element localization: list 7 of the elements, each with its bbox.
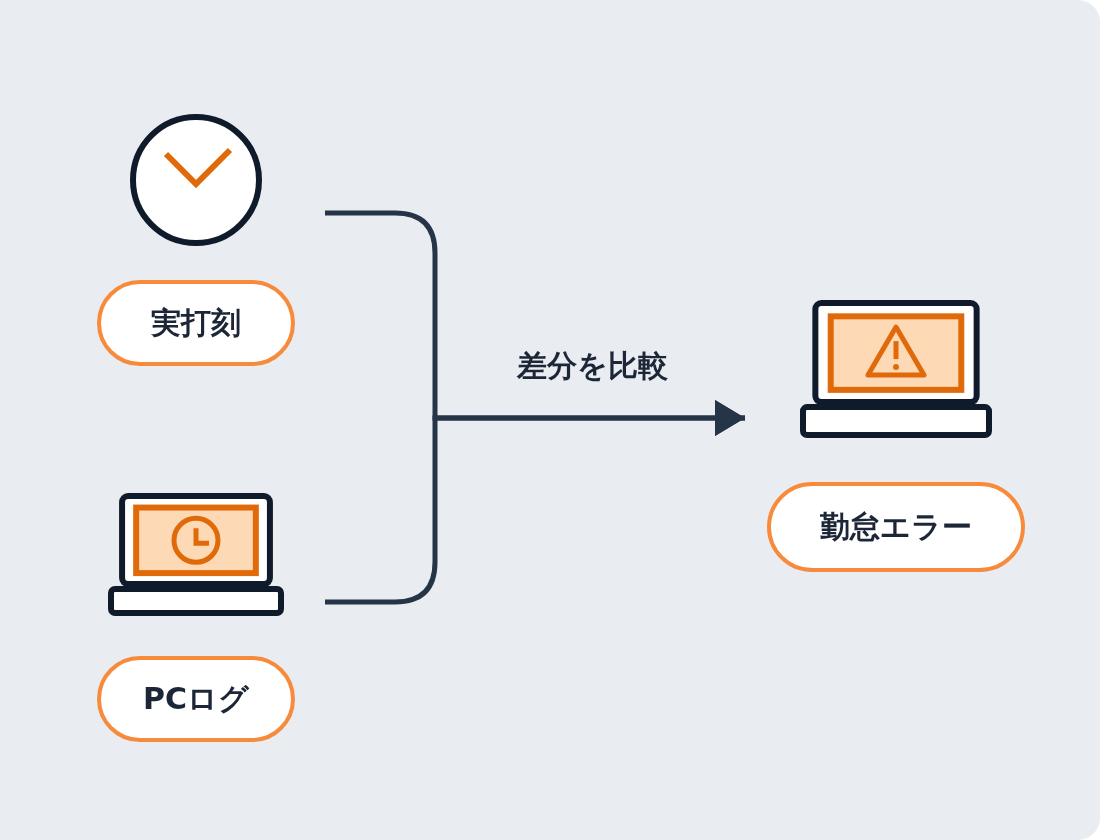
label-pill: 実打刻 <box>97 280 295 366</box>
laptop-clock-icon <box>108 493 284 616</box>
laptop-warning-icon <box>800 300 992 438</box>
label-pill: 勤怠エラー <box>767 482 1025 572</box>
label-pill: PCログ <box>97 656 295 742</box>
connector-arrow <box>325 400 745 605</box>
check-circle-icon <box>130 114 262 246</box>
